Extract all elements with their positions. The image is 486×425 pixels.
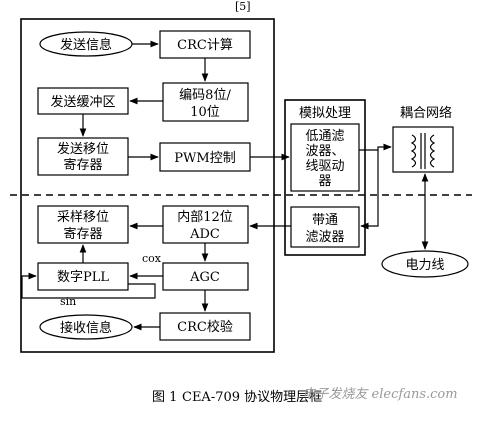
send-buffer-box bbox=[37, 87, 129, 115]
sample-shift-label-1: 采样移位 bbox=[57, 210, 109, 225]
encode-label-1: 编码8位/ bbox=[179, 88, 231, 103]
sample-shift-register-box bbox=[37, 205, 129, 244]
lowpass-driver-box bbox=[290, 123, 360, 192]
encode-box bbox=[162, 82, 249, 122]
watermark-text: 电子发烧友 elecfans.com bbox=[302, 387, 457, 402]
lpf-label-4: 器 bbox=[318, 174, 331, 189]
cox-label: cox bbox=[142, 252, 162, 265]
send-shift-label-2: 寄存器 bbox=[63, 157, 102, 173]
digital-pll-box bbox=[37, 262, 129, 291]
agc-label: AGC bbox=[189, 270, 220, 285]
adc-label-2: ADC bbox=[189, 227, 220, 242]
bpf-label-1: 带通 bbox=[312, 213, 338, 228]
crc-check-box bbox=[159, 312, 251, 341]
sample-shift-label-2: 寄存器 bbox=[63, 226, 102, 242]
header-fragment: [5] bbox=[235, 0, 251, 13]
receive-info-ellipse bbox=[39, 314, 133, 340]
figure-title: CEA-709 协议物理层框 bbox=[182, 390, 322, 405]
coupling-title: 耦合网络 bbox=[400, 105, 452, 121]
pll-label: 数字PLL bbox=[57, 270, 109, 285]
mcu-frame bbox=[20, 18, 275, 353]
transformer-icon bbox=[410, 133, 436, 169]
analog-title: 模拟处理 bbox=[299, 106, 351, 121]
power-line-label: 电力线 bbox=[405, 258, 444, 273]
power-line-ellipse bbox=[381, 250, 469, 278]
pwm-label: PWM控制 bbox=[174, 151, 235, 166]
connector-lines bbox=[21, 40, 429, 331]
bpf-label-2: 滤波器 bbox=[305, 230, 344, 245]
send-shift-register-box bbox=[37, 137, 129, 176]
analog-processing-frame bbox=[284, 99, 366, 256]
send-buffer-label: 发送缓冲区 bbox=[50, 94, 115, 110]
receive-info-label: 接收信息 bbox=[60, 320, 112, 336]
crc-calc-label: CRC计算 bbox=[177, 38, 233, 53]
lpf-label-3: 线驱动 bbox=[305, 159, 344, 174]
encode-label-2: 10位 bbox=[190, 105, 220, 120]
crc-calc-box bbox=[159, 30, 251, 59]
coupling-transformer-box bbox=[392, 126, 454, 173]
sin-label: sin bbox=[60, 295, 76, 308]
lpf-label-1: 低通滤 bbox=[305, 129, 344, 144]
crc-check-label: CRC校验 bbox=[177, 319, 233, 335]
send-shift-label-1: 发送移位 bbox=[57, 141, 109, 157]
lpf-label-2: 波器、 bbox=[305, 144, 344, 159]
figure-number: 图 1 bbox=[152, 390, 177, 405]
adc-label-1: 内部12位 bbox=[177, 209, 233, 225]
bandpass-filter-box bbox=[290, 206, 360, 248]
adc-box bbox=[162, 205, 249, 244]
send-info-label: 发送信息 bbox=[60, 37, 112, 53]
